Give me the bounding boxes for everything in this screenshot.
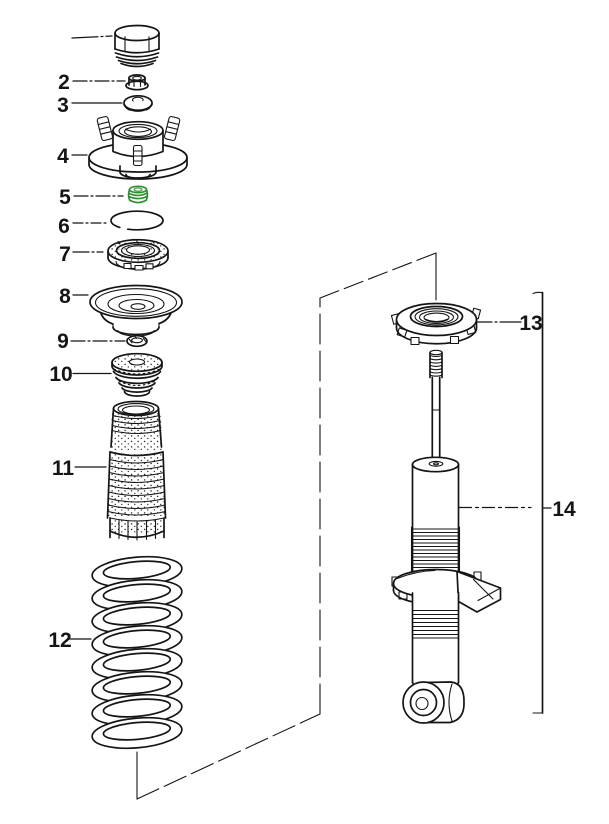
part-label-3: 3 xyxy=(57,94,69,117)
stud-right xyxy=(163,116,181,142)
part-label-7: 7 xyxy=(59,243,71,266)
bracket-14 xyxy=(532,291,544,714)
part-washer-lower: 9 xyxy=(57,330,148,353)
part-slotted-nut: 13 xyxy=(390,302,543,346)
part-label-12: 12 xyxy=(48,629,71,652)
part-rubber-bushing-highlighted: 5 xyxy=(59,185,149,209)
part-label-10: 10 xyxy=(49,363,72,386)
part-bump-stop: 10 xyxy=(49,352,163,397)
part-bearing: 7 xyxy=(59,238,169,271)
part-label-9: 9 xyxy=(57,330,69,353)
part-hex-nut: 2 xyxy=(58,71,149,94)
part-label-2: 2 xyxy=(58,71,70,94)
part-label-4: 4 xyxy=(57,145,69,168)
part-coil-spring: 12 xyxy=(48,552,184,753)
part-cap-nut xyxy=(71,24,160,68)
part-label-11: 11 xyxy=(52,457,75,480)
part-label-6: 6 xyxy=(58,215,70,238)
part-snap-ring: 6 xyxy=(58,210,164,238)
part-label-5: 5 xyxy=(59,186,71,209)
part-label-14: 14 xyxy=(552,498,576,521)
part-label-13: 13 xyxy=(519,312,542,335)
part-spring-seat: 8 xyxy=(59,284,183,337)
assembly-guide-lines xyxy=(136,252,437,800)
part-shock-absorber: 14 xyxy=(391,291,576,724)
part-washer-upper: 3 xyxy=(57,94,153,117)
part-protective-boot: 11 xyxy=(52,400,167,541)
stud-left xyxy=(96,116,114,142)
part-label-8: 8 xyxy=(59,285,71,308)
part-strut-mount: 4 xyxy=(57,116,188,180)
